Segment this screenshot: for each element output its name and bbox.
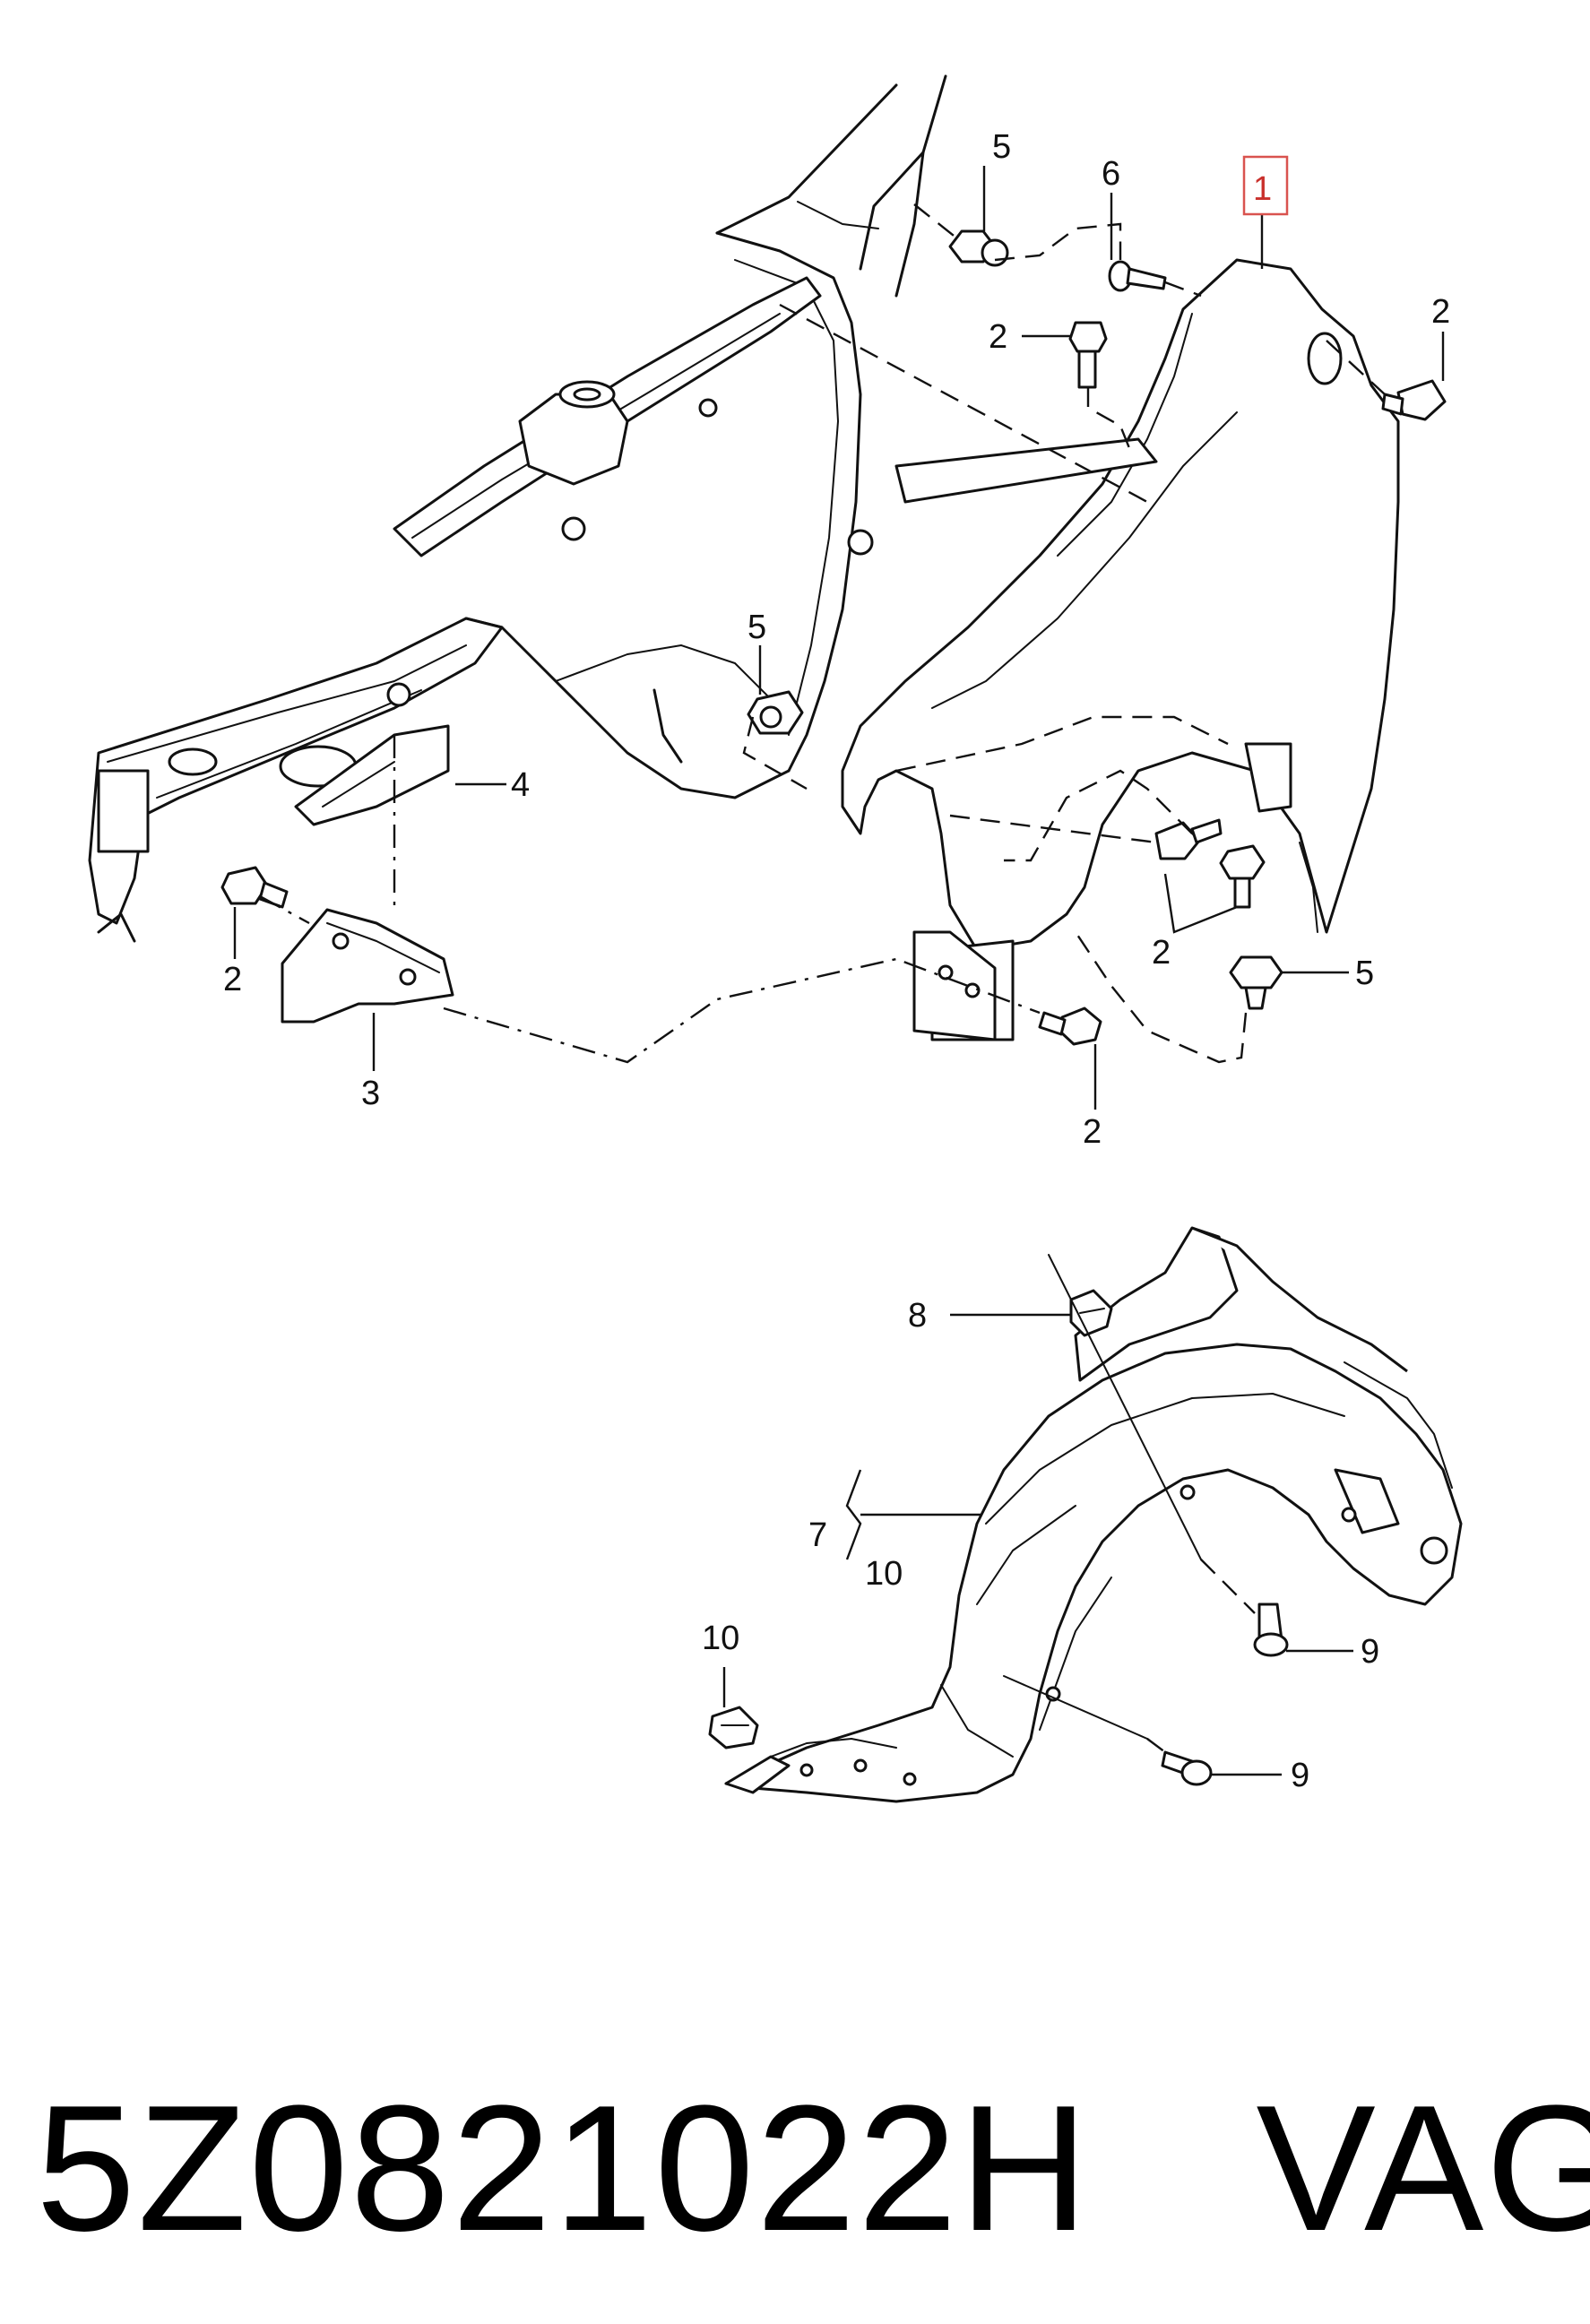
callout-1[interactable]: 1 (1253, 170, 1272, 208)
clip-8-icon (1069, 1289, 1113, 1337)
fasteners-lower (708, 1289, 1289, 1786)
callout-3[interactable]: 3 (361, 1075, 380, 1112)
assembly-lines-upper (259, 203, 1386, 1064)
wheel-arch-liner-drawing (724, 1226, 1463, 1803)
bolt-2-wheel-upper-icon (1154, 818, 1223, 860)
part-info-footer: 5Z0821022H VAG (36, 2035, 1590, 2303)
bolt-2-bottom-icon (1038, 1006, 1102, 1046)
bolt-2-top-right-icon (1381, 379, 1447, 421)
nut-5-right-icon (1229, 955, 1283, 1010)
callout-6[interactable]: 6 (1102, 155, 1120, 193)
callout-2-bottom[interactable]: 2 (1083, 1113, 1102, 1151)
callout-9-upper[interactable]: 9 (1361, 1633, 1379, 1671)
assembly-lines-lower (1003, 1254, 1256, 1753)
callout-8[interactable]: 8 (908, 1297, 927, 1335)
nut-5-mid-icon (747, 690, 804, 735)
callout-5-right[interactable]: 5 (1355, 955, 1374, 992)
callout-5-top[interactable]: 5 (992, 128, 1011, 166)
callout-7[interactable]: 7 (808, 1516, 827, 1554)
callout-labels: 1 5 6 2 2 5 4 2 3 2 5 2 8 7 10 10 9 9 (223, 128, 1450, 1794)
callout-4[interactable]: 4 (511, 766, 530, 804)
bracket-3-icon (281, 908, 454, 1024)
fasteners-upper (220, 229, 1447, 1046)
callout-leaders (233, 166, 1445, 1776)
brand-name: VAG (1256, 2069, 1590, 2268)
screw-9-lower-icon (1161, 1750, 1213, 1786)
callout-2-top-right[interactable]: 2 (1431, 293, 1450, 331)
part-number: 5Z0821022H (36, 2069, 1091, 2268)
screw-9-upper-icon (1253, 1603, 1289, 1657)
highlight-box-part-1 (1242, 155, 1289, 216)
callout-9-lower[interactable]: 9 (1291, 1757, 1309, 1794)
bolt-2-mid-icon (1068, 321, 1108, 389)
bolt-2-wheel-lower-icon (1219, 844, 1266, 909)
bolt-2-left-icon (220, 866, 289, 909)
callout-5-mid[interactable]: 5 (747, 609, 766, 646)
callout-10-right[interactable]: 10 (865, 1555, 903, 1593)
callout-2-mid[interactable]: 2 (989, 318, 1007, 356)
clip-10-icon (708, 1706, 759, 1749)
front-fender-part-1 (841, 258, 1400, 1041)
bolt-6-icon (1108, 260, 1167, 292)
callout-2-wheel[interactable]: 2 (1152, 934, 1171, 972)
body-structure-drawing (88, 74, 947, 943)
callout-2-left[interactable]: 2 (223, 961, 242, 998)
callout-10-left[interactable]: 10 (702, 1620, 739, 1657)
